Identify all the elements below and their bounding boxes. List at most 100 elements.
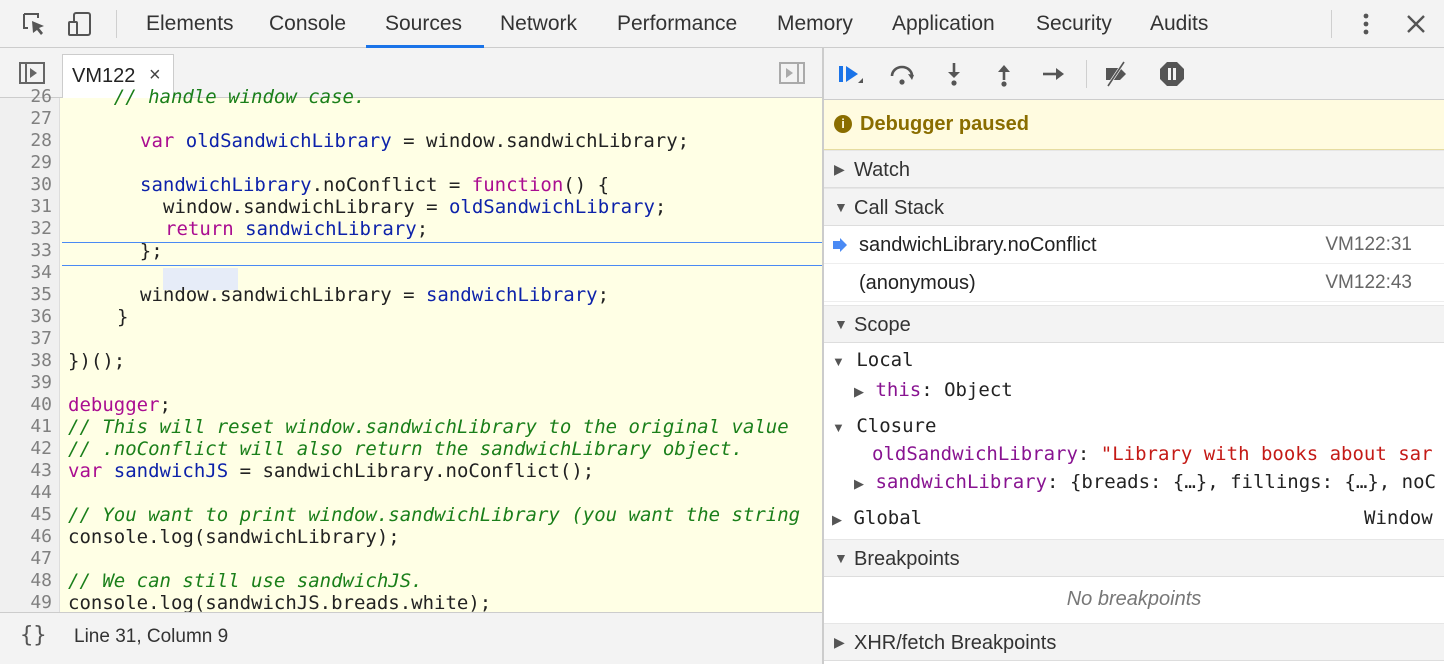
scope-global[interactable]: ▶ Global <box>832 504 922 532</box>
code-token: = sandwichLibrary.noConflict(); <box>228 460 595 482</box>
code-token: oldSandwichLibrary <box>185 130 392 152</box>
section-watch[interactable]: ▶ Watch <box>824 150 1444 188</box>
tab-sources[interactable]: Sources <box>385 12 463 35</box>
code-line: } <box>117 306 129 328</box>
scope-property[interactable]: ▶ sandwichLibrary: {breads: {…}, filling… <box>854 468 1436 496</box>
tab-security[interactable]: Security <box>1036 12 1112 35</box>
line-number[interactable]: 35 <box>30 284 52 305</box>
collapse-arrow-icon: ▼ <box>832 420 845 435</box>
tab-performance[interactable]: Performance <box>617 12 738 35</box>
call-frame-location[interactable]: VM122:43 <box>1325 272 1412 293</box>
resume-icon[interactable] <box>836 60 864 88</box>
code-line: return sandwichLibrary; <box>165 218 428 240</box>
file-tab-vm122[interactable]: VM122 × <box>62 54 174 98</box>
scope-closure[interactable]: ▼ Closure <box>832 412 936 440</box>
deactivate-breakpoints-icon[interactable] <box>1102 60 1130 88</box>
code-token: ; <box>597 284 610 306</box>
line-number[interactable]: 31 <box>30 196 52 217</box>
expand-arrow-icon: ▶ <box>834 161 845 177</box>
expand-arrow-icon: ▶ <box>832 512 842 527</box>
call-frame-function: sandwichLibrary.noConflict <box>859 234 1097 256</box>
section-label: Watch <box>854 159 910 181</box>
line-number[interactable]: 44 <box>30 482 52 503</box>
step-icon[interactable] <box>1040 60 1068 88</box>
token-highlight <box>163 268 238 290</box>
cursor-position: Line 31, Column 9 <box>74 626 229 647</box>
code-line: // You want to print window.sandwichLibr… <box>68 504 801 526</box>
execution-line-bottom-border <box>62 265 822 266</box>
line-number[interactable]: 33 <box>30 240 52 261</box>
line-number[interactable]: 41 <box>30 416 52 437</box>
tab-console[interactable]: Console <box>269 12 347 35</box>
section-breakpoints[interactable]: ▼ Breakpoints <box>824 539 1444 577</box>
line-number[interactable]: 40 <box>30 394 52 415</box>
call-frame[interactable]: (anonymous) VM122:43 <box>824 264 1444 302</box>
pretty-print-icon[interactable]: {} <box>20 623 47 648</box>
close-devtools-icon[interactable] <box>1402 10 1430 38</box>
expand-arrow-icon: ▶ <box>854 476 864 491</box>
code-token: sandwichLibrary <box>245 218 417 240</box>
line-number[interactable]: 47 <box>30 548 52 569</box>
property-separator: : <box>1047 471 1070 493</box>
line-number[interactable]: 27 <box>30 108 52 129</box>
line-number[interactable]: 43 <box>30 460 52 481</box>
line-number[interactable]: 29 <box>30 152 52 173</box>
more-options-icon[interactable] <box>1352 10 1380 38</box>
tab-memory[interactable]: Memory <box>777 12 853 35</box>
close-tab-icon[interactable]: × <box>149 64 161 86</box>
file-tab-label: VM122 <box>72 65 136 87</box>
line-number[interactable]: 42 <box>30 438 52 459</box>
line-number[interactable]: 37 <box>30 328 52 349</box>
line-number[interactable]: 26 <box>30 86 52 107</box>
editor-status-bar: {} Line 31, Column 9 <box>0 612 822 664</box>
code-token: oldSandwichLibrary <box>448 196 655 218</box>
toggle-debugger-icon[interactable] <box>778 60 806 86</box>
call-frame[interactable]: sandwichLibrary.noConflict VM122:31 <box>824 226 1444 264</box>
line-number[interactable]: 36 <box>30 306 52 327</box>
code-line: window.sandwichLibrary = sandwichLibrary… <box>140 284 609 306</box>
debugger-paused-banner: i Debugger paused <box>824 100 1444 150</box>
pause-on-exceptions-icon[interactable] <box>1158 60 1186 88</box>
scope-property[interactable]: ▶ this: Object <box>854 376 1013 404</box>
device-toggle-icon[interactable] <box>66 10 94 38</box>
code-token: var <box>140 130 175 152</box>
line-number[interactable]: 46 <box>30 526 52 547</box>
execution-line-top-border <box>62 242 822 243</box>
line-number[interactable]: 32 <box>30 218 52 239</box>
code-token: ; <box>654 196 667 218</box>
inspect-element-icon[interactable] <box>20 10 48 38</box>
line-number[interactable]: 45 <box>30 504 52 525</box>
line-number[interactable]: 28 <box>30 130 52 151</box>
code-token: sandwichLibrary <box>140 174 312 196</box>
property-value: "Library with books about sar <box>1100 443 1433 465</box>
code-token: window <box>163 196 232 218</box>
line-number[interactable]: 30 <box>30 174 52 195</box>
line-number[interactable]: 39 <box>30 372 52 393</box>
code-line: console.log(sandwichLibrary); <box>68 526 400 548</box>
line-number-gutter: 26 27 28 29 30 31 32 33 34 35 36 37 38 3… <box>0 86 60 613</box>
call-frame-location[interactable]: VM122:31 <box>1325 234 1412 255</box>
tab-application[interactable]: Application <box>892 12 995 35</box>
tab-audits[interactable]: Audits <box>1150 12 1209 35</box>
scope-label: Local <box>856 349 914 371</box>
line-number[interactable]: 38 <box>30 350 52 371</box>
scope-property[interactable]: oldSandwichLibrary: "Library with books … <box>872 440 1433 468</box>
tab-network[interactable]: Network <box>500 12 578 35</box>
section-call-stack[interactable]: ▼ Call Stack <box>824 188 1444 226</box>
toggle-navigator-icon[interactable] <box>18 60 46 86</box>
global-value: Window <box>1364 507 1433 529</box>
line-number[interactable]: 34 <box>30 262 52 283</box>
editor-tabbar: VM122 × <box>0 48 822 98</box>
step-over-icon[interactable] <box>888 60 916 88</box>
code-editor[interactable]: 26 27 28 29 30 31 32 33 34 35 36 37 38 3… <box>0 86 822 614</box>
line-number[interactable]: 48 <box>30 570 52 591</box>
pane-splitter[interactable] <box>822 48 824 664</box>
section-scope[interactable]: ▼ Scope <box>824 305 1444 343</box>
scope-local[interactable]: ▼ Local <box>832 346 914 374</box>
code-line: // This will reset window.sandwichLibrar… <box>68 416 789 438</box>
tab-elements[interactable]: Elements <box>146 12 234 35</box>
line-number[interactable]: 49 <box>30 592 52 613</box>
step-into-icon[interactable] <box>940 60 968 88</box>
section-xhr-breakpoints[interactable]: ▶ XHR/fetch Breakpoints <box>824 623 1444 661</box>
step-out-icon[interactable] <box>990 60 1018 88</box>
